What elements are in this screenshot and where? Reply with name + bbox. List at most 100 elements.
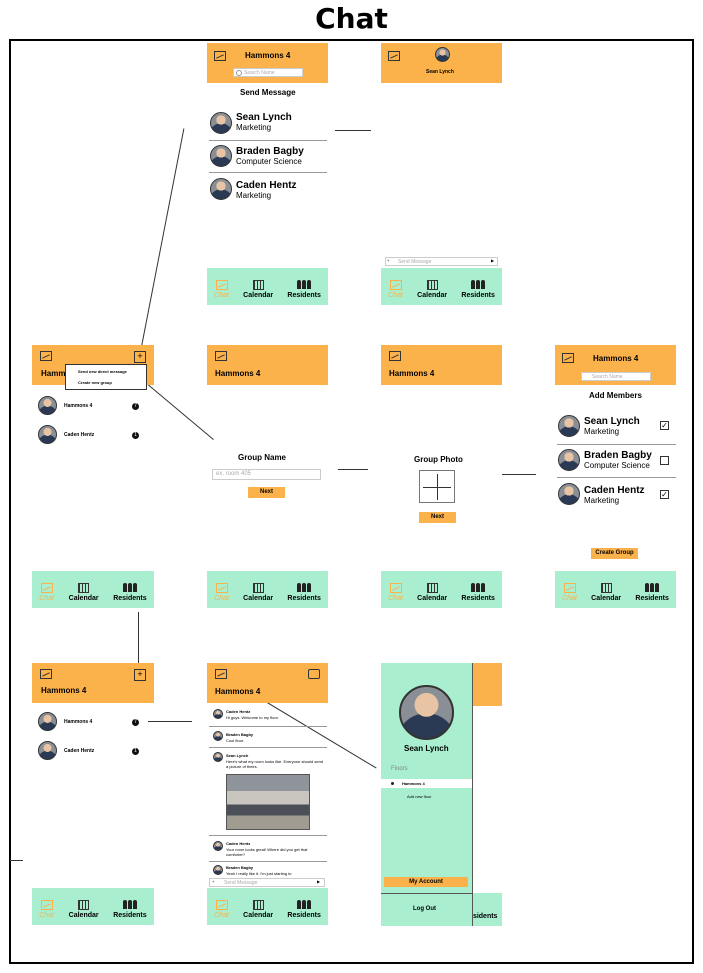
chat-compose-icon[interactable] <box>562 353 574 363</box>
connector-line <box>335 130 371 131</box>
plus-icon[interactable]: + <box>212 879 215 884</box>
next-button[interactable]: Next <box>248 487 285 498</box>
add-icon[interactable]: + <box>134 669 146 681</box>
nav-calendar-label: Calendar <box>243 292 274 299</box>
menu-item-new-direct-message[interactable]: Send new direct message <box>78 369 127 374</box>
divider <box>557 444 676 445</box>
divider <box>209 861 327 862</box>
group-name-input[interactable]: ex. room 405 <box>212 469 321 480</box>
nav-chat-label: Chat <box>214 912 229 919</box>
nav-residents[interactable]: Residents <box>287 280 321 299</box>
contact-row[interactable]: Sean Lynch Marketing <box>209 110 327 140</box>
member-name: Caden Hentz <box>584 485 645 496</box>
chat-compose-icon[interactable] <box>40 351 52 361</box>
chat-icon <box>389 583 402 593</box>
chat-list-item[interactable]: Caden Hentz 1 <box>36 741 148 763</box>
member-checkbox[interactable]: ✓ <box>660 490 669 499</box>
nav-calendar[interactable]: Calendar <box>69 900 99 919</box>
chat-list-item[interactable]: Caden Hentz 1 <box>36 425 148 447</box>
room-photo[interactable] <box>226 774 310 830</box>
chat-compose-icon[interactable] <box>215 669 227 679</box>
chat-compose-icon[interactable] <box>215 351 227 361</box>
divider <box>209 835 327 836</box>
chat-compose-icon[interactable] <box>389 351 401 361</box>
nav-residents[interactable]: Residents <box>461 280 495 299</box>
my-account-button[interactable]: My Account <box>384 877 468 887</box>
nav-residents[interactable]: Residents <box>287 900 321 919</box>
avatar <box>213 752 223 762</box>
nav-chat[interactable]: Chat <box>214 280 229 299</box>
group-message-input[interactable]: Send Message <box>209 878 325 887</box>
nav-calendar[interactable]: Calendar <box>69 583 99 602</box>
nav-residents[interactable]: Residents <box>287 583 321 602</box>
member-checkbox[interactable] <box>660 456 669 465</box>
nav-calendar[interactable]: Calendar <box>243 583 273 602</box>
bottom-nav: Chat Calendar Residents <box>207 268 328 305</box>
profile-name: Sean Lynch <box>404 744 449 753</box>
group-chat-header: Hammons 4 <box>207 663 328 703</box>
nav-chat[interactable]: Chat <box>562 583 577 602</box>
nav-calendar[interactable]: Calendar <box>243 280 273 299</box>
nav-residents[interactable]: Residents <box>113 583 147 602</box>
chat-icon <box>40 583 53 593</box>
dm-message-input[interactable]: Send Message <box>385 257 498 266</box>
group-title: Hammons 4 <box>245 51 291 60</box>
add-icon[interactable]: + <box>134 351 146 363</box>
send-icon[interactable]: ▶ <box>317 879 321 884</box>
nav-chat[interactable]: Chat <box>214 900 229 919</box>
search-input[interactable]: Search Name <box>581 372 651 381</box>
contact-row[interactable]: Caden Hentz Marketing <box>209 176 327 204</box>
message-sender: Braden Bagby <box>226 865 254 870</box>
nav-calendar-label: Calendar <box>68 912 99 919</box>
nav-chat[interactable]: Chat <box>39 583 54 602</box>
member-row[interactable]: Caden Hentz Marketing ✓ <box>557 481 676 509</box>
member-checkbox[interactable]: ✓ <box>660 421 669 430</box>
menu-item-create-group[interactable]: Create new group <box>78 380 112 385</box>
contact-row[interactable]: Braden Bagby Computer Science <box>209 143 327 171</box>
unread-badge: 1 <box>132 432 139 439</box>
group-title: Hammons 4 <box>215 687 261 696</box>
chat-list-item[interactable]: Hammons 4 7 <box>36 396 148 418</box>
nav-calendar[interactable]: Calendar <box>243 900 273 919</box>
chat-list-item[interactable]: Hammons 4 7 <box>36 712 148 734</box>
nav-chat[interactable]: Chat <box>214 583 229 602</box>
chat-compose-icon[interactable] <box>214 51 226 61</box>
avatar <box>38 396 57 415</box>
plus-icon[interactable]: + <box>387 258 390 263</box>
nav-residents[interactable]: Residents <box>635 583 669 602</box>
chat-icon <box>215 280 228 290</box>
nav-residents[interactable]: Residents <box>113 900 147 919</box>
nav-calendar[interactable]: Calendar <box>417 280 447 299</box>
group-photo-icon[interactable] <box>308 669 320 679</box>
residents-icon <box>471 280 486 290</box>
send-icon[interactable]: ▶ <box>491 258 495 263</box>
add-floor-link[interactable]: Add new floor <box>407 794 432 799</box>
chat-compose-icon[interactable] <box>40 669 52 679</box>
nav-residents-label: Residents <box>464 913 498 920</box>
bottom-nav: Chat Calendar Residents <box>207 888 328 925</box>
divider <box>209 747 327 748</box>
nav-calendar[interactable]: Calendar <box>417 583 447 602</box>
create-group-button[interactable]: Create Group <box>591 548 638 559</box>
contact-dept: Computer Science <box>236 157 302 166</box>
nav-residents[interactable]: Residents <box>461 583 495 602</box>
next-button[interactable]: Next <box>419 512 456 523</box>
nav-chat[interactable]: Chat <box>388 583 403 602</box>
member-name: Braden Bagby <box>584 450 652 461</box>
floor-name: Hammons 4 <box>402 781 425 786</box>
member-row[interactable]: Braden Bagby Computer Science <box>557 447 676 475</box>
bottom-nav: Chat Calendar Residents <box>207 571 328 608</box>
search-input[interactable]: Search Name <box>233 68 303 77</box>
nav-calendar[interactable]: Calendar <box>591 583 621 602</box>
chat-list-header: Hammons 4 + <box>32 663 154 703</box>
nav-chat[interactable]: Chat <box>39 900 54 919</box>
member-row[interactable]: Sean Lynch Marketing ✓ <box>557 413 676 443</box>
nav-residents-label: Residents <box>461 292 495 299</box>
nav-chat[interactable]: Chat <box>388 280 403 299</box>
profile-avatar[interactable] <box>399 685 454 740</box>
chat-compose-icon[interactable] <box>388 51 400 61</box>
floor-item[interactable]: Hammons 4 <box>381 779 472 788</box>
log-out-button[interactable]: Log Out <box>413 906 436 912</box>
nav-calendar-label: Calendar <box>68 595 99 602</box>
photo-upload-box[interactable] <box>419 470 455 503</box>
